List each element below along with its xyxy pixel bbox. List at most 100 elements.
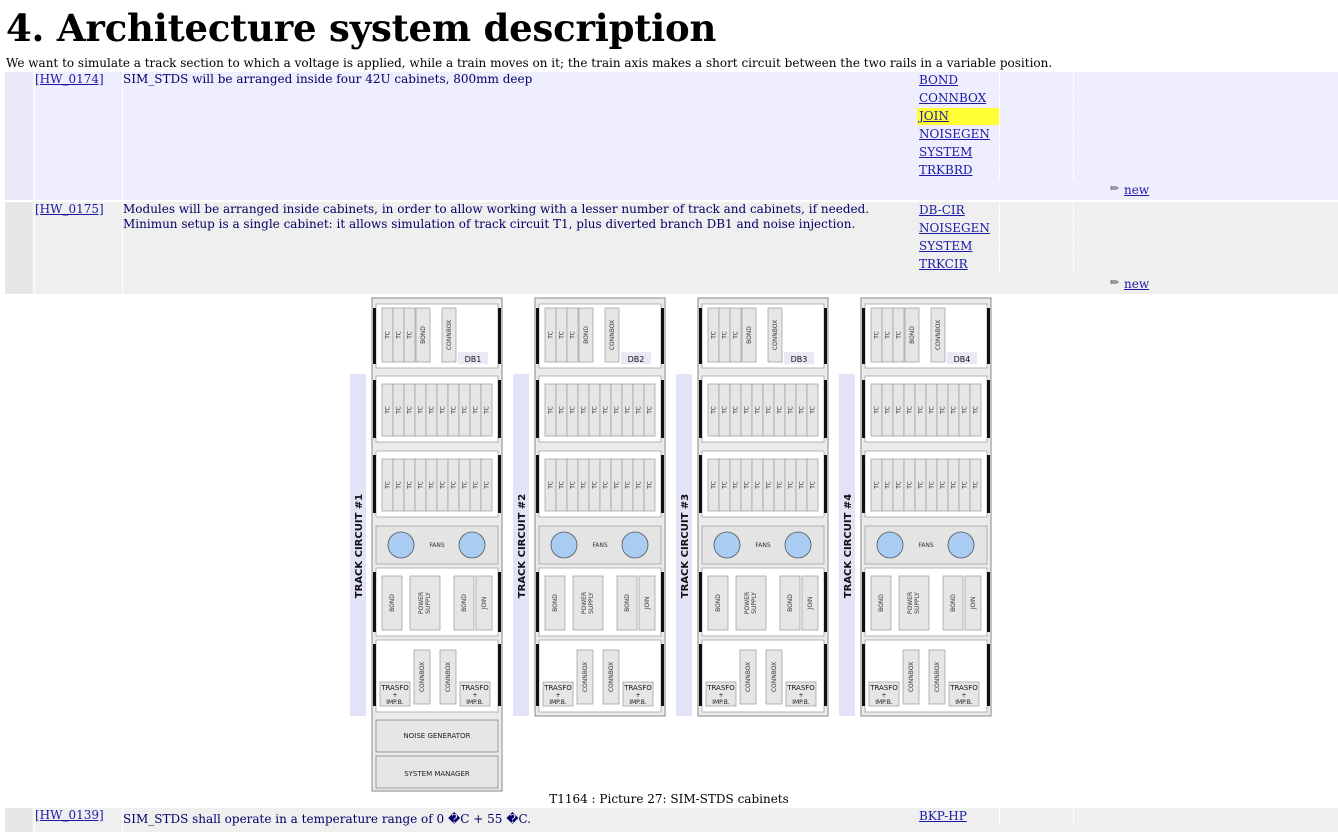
module-label: TC	[885, 331, 892, 340]
module-label: TC	[777, 406, 784, 415]
module-label: TC	[733, 406, 740, 415]
module-label: TC	[570, 331, 577, 340]
rack-rail	[373, 455, 376, 513]
module-label: TC	[407, 331, 414, 340]
module-label: TC	[810, 406, 817, 415]
module-slot	[806, 458, 819, 512]
module-label: BOND	[878, 594, 885, 612]
trasfo-left-box	[379, 681, 411, 707]
module-label: TC	[473, 406, 480, 415]
module-slot	[475, 575, 493, 631]
module-label: TC	[918, 406, 925, 415]
module-label: TC	[874, 406, 881, 415]
requirement-id-link[interactable]: [HW_0175]	[35, 202, 104, 216]
module-label: TC	[396, 481, 403, 490]
module-label: TC	[603, 481, 610, 490]
side-band	[839, 374, 855, 716]
module-slot	[870, 575, 892, 631]
module-label: BOND	[787, 594, 794, 612]
rack-rail	[862, 644, 865, 706]
module-link-system[interactable]: SYSTEM	[919, 239, 973, 253]
module-link-join[interactable]: JOIN	[919, 109, 949, 123]
module-link-system[interactable]: SYSTEM	[919, 145, 973, 159]
module-slot	[643, 383, 656, 437]
module-label: TC	[548, 331, 555, 340]
module-row: TRKCIR	[917, 256, 1338, 274]
module-slot	[765, 649, 783, 705]
fans-label: FANS	[918, 542, 933, 549]
module-label: TC	[940, 481, 947, 490]
module-label: BOND	[420, 326, 427, 344]
module-label: CONNBOX	[446, 320, 453, 350]
module-link-connbox[interactable]: CONNBOX	[919, 91, 987, 105]
db-label-box	[947, 352, 977, 364]
module-slot	[480, 458, 493, 512]
module-label: TC	[647, 406, 654, 415]
module-label: TC	[385, 481, 392, 490]
side-band	[676, 374, 692, 716]
module-label: TC	[929, 481, 936, 490]
module-label: TC	[385, 406, 392, 415]
requirement-text: SIM_STDS will be arranged inside four 42…	[122, 72, 913, 200]
requirement-id-link[interactable]: [HW_0139]	[35, 808, 104, 822]
module-link-trkcir[interactable]: TRKCIR	[919, 257, 968, 271]
requirement-id-link[interactable]: [HW_0174]	[35, 72, 104, 86]
module-slot	[576, 649, 594, 705]
trasfo-label: IMP.B.	[712, 699, 730, 706]
module-label: JOIN	[481, 597, 488, 611]
new-link[interactable]: new	[1124, 183, 1150, 197]
module-label: TC	[407, 481, 414, 490]
track-circuit-label: TRACK CIRCUIT #3	[680, 494, 691, 598]
module-label: TC	[885, 406, 892, 415]
power-supply-label: POWER	[907, 592, 914, 614]
module-label: CONNBOX	[772, 320, 779, 350]
rack-rail	[862, 572, 865, 632]
trasfo-left-box	[868, 681, 900, 707]
module-slot	[930, 307, 946, 363]
module-label: TC	[418, 481, 425, 490]
power-supply-slot	[572, 575, 604, 631]
rack-rail	[987, 308, 990, 364]
module-label: CONNBOX	[908, 662, 915, 692]
trasfo-label: IMP.B.	[792, 699, 810, 706]
module-label: CONNBOX	[608, 662, 615, 692]
module-slot	[892, 307, 905, 363]
module-label: TC	[603, 406, 610, 415]
module-label: TC	[647, 481, 654, 490]
module-label: TC	[951, 406, 958, 415]
module-link-bond[interactable]: BOND	[919, 73, 958, 87]
module-slot	[566, 307, 579, 363]
pencil-icon: ✏	[1110, 182, 1120, 195]
rack-rail	[373, 380, 376, 438]
module-slot	[928, 649, 946, 705]
module-link-noisegen[interactable]: NOISEGEN	[919, 221, 990, 235]
requirement-row: [HW_0139] SIM_STDS shall operate in a te…	[5, 808, 1338, 836]
fan-icon	[784, 531, 812, 559]
module-link-trkbrd[interactable]: TRKBRD	[919, 163, 973, 177]
module-label: TC	[766, 406, 773, 415]
fans-label: FANS	[429, 542, 444, 549]
trasfo-label: +	[392, 692, 397, 699]
trasfo-label: +	[472, 692, 477, 699]
module-label: TC	[484, 481, 491, 490]
module-label: CONNBOX	[582, 662, 589, 692]
trasfo-label: +	[555, 692, 560, 699]
fan-icon	[458, 531, 486, 559]
rack-rail	[699, 644, 702, 706]
module-label: TC	[874, 481, 881, 490]
rack-rail	[699, 455, 702, 513]
module-label: TC	[570, 406, 577, 415]
module-label: TC	[788, 481, 795, 490]
module-link-noisegen[interactable]: NOISEGEN	[919, 127, 990, 141]
pencil-icon: ✏	[1110, 276, 1120, 289]
module-link-db-cir[interactable]: DB-CIR	[919, 203, 965, 217]
module-label: TC	[548, 406, 555, 415]
module-label: TC	[484, 406, 491, 415]
module-label: TC	[711, 481, 718, 490]
module-slot	[381, 575, 403, 631]
new-link[interactable]: new	[1124, 277, 1150, 291]
module-link-bkp-hp[interactable]: BKP-HP	[919, 809, 967, 823]
requirement-id: [HW_0175]	[34, 202, 119, 294]
module-row: NOISEGEN	[917, 126, 1338, 144]
